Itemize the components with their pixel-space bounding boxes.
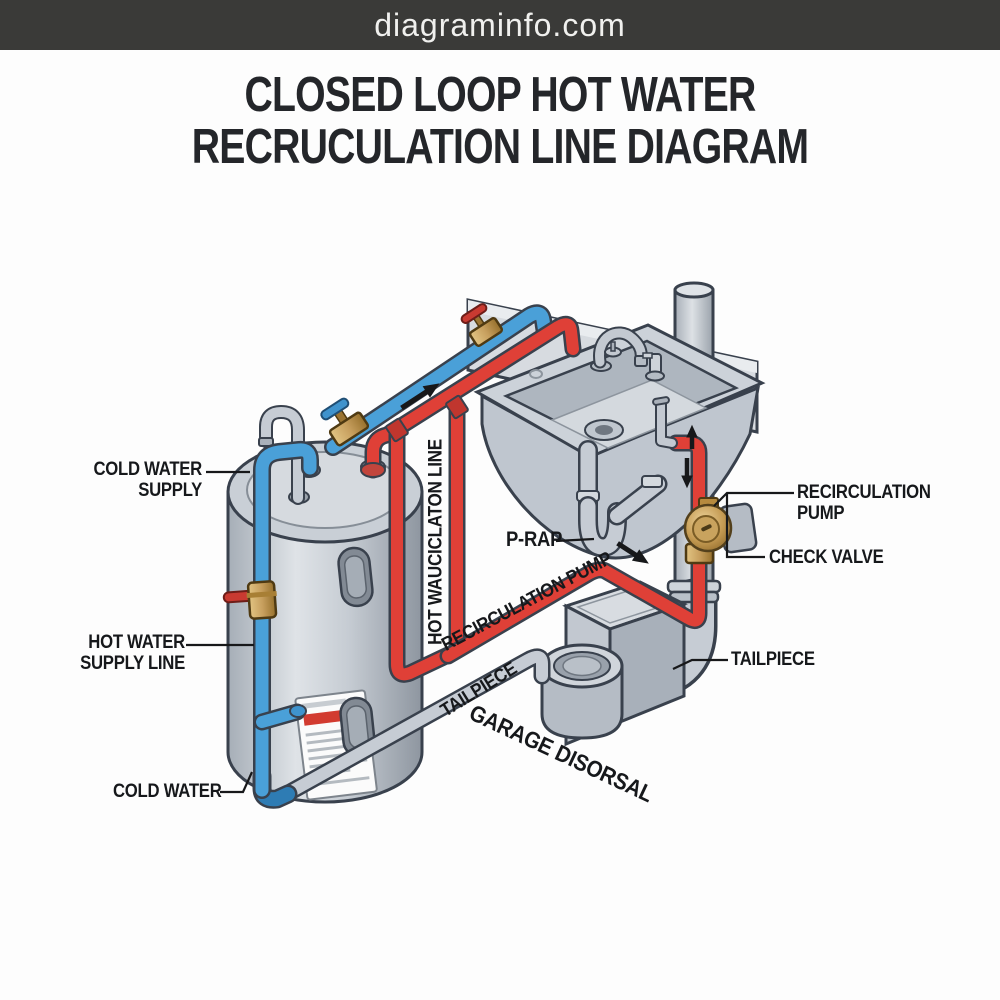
sink-drain-stub xyxy=(652,396,678,449)
tee-fitting-1 xyxy=(385,417,409,443)
flow-arrow-down xyxy=(681,458,693,489)
label-check-valve: CHECK VALVE xyxy=(769,547,884,568)
label-hot-water-supply-line: HOT WATER SUPPLY LINE xyxy=(80,632,185,675)
label-hot-recirculation-line: HOT WAUCICLATON LINE xyxy=(425,439,447,645)
site-name: diagraminfo.com xyxy=(374,6,626,43)
hot-water-piping xyxy=(360,315,758,683)
faucet xyxy=(590,326,665,382)
title-line-1: CLOSED LOOP HOT WATER xyxy=(244,68,757,122)
flow-arrow-supply xyxy=(400,383,440,411)
faucet-handle xyxy=(604,341,622,358)
label-p-trap: P-RAP xyxy=(506,528,563,551)
tee-fitting-2 xyxy=(445,394,469,420)
heater-access-panel-upper xyxy=(337,546,374,608)
valve-near-sink xyxy=(460,303,504,347)
shutoff-valve-left xyxy=(222,580,278,620)
label-cold-water: COLD WATER xyxy=(113,781,222,802)
leader-lines xyxy=(186,470,794,794)
soap-dispenser xyxy=(642,352,665,382)
label-tailpiece: TAILPIECE xyxy=(731,649,815,670)
page-title: CLOSED LOOP HOT WATER RECRUCULATION LINE… xyxy=(100,68,900,174)
relief-valve-pipe xyxy=(258,405,305,505)
flow-arrow-up xyxy=(686,424,698,449)
garbage-disposal xyxy=(540,580,688,747)
label-cold-water-supply: COLD WATER SUPPLY xyxy=(93,459,202,502)
flow-arrow-return xyxy=(616,541,649,564)
flow-arrows xyxy=(400,383,698,564)
watermark-bar: diagraminfo.com xyxy=(0,0,1000,50)
recirculation-pump-graphic xyxy=(683,497,758,554)
ball-valve-cold xyxy=(320,397,370,447)
tailpiece-drain-pipe xyxy=(274,648,551,805)
label-recirculation-pump: RECIRCULATION PUMP xyxy=(797,482,931,525)
p-trap xyxy=(576,440,668,557)
cold-water-piping xyxy=(222,303,554,809)
title-line-2: RECRUCULATION LINE DIAGRAM xyxy=(191,119,809,174)
